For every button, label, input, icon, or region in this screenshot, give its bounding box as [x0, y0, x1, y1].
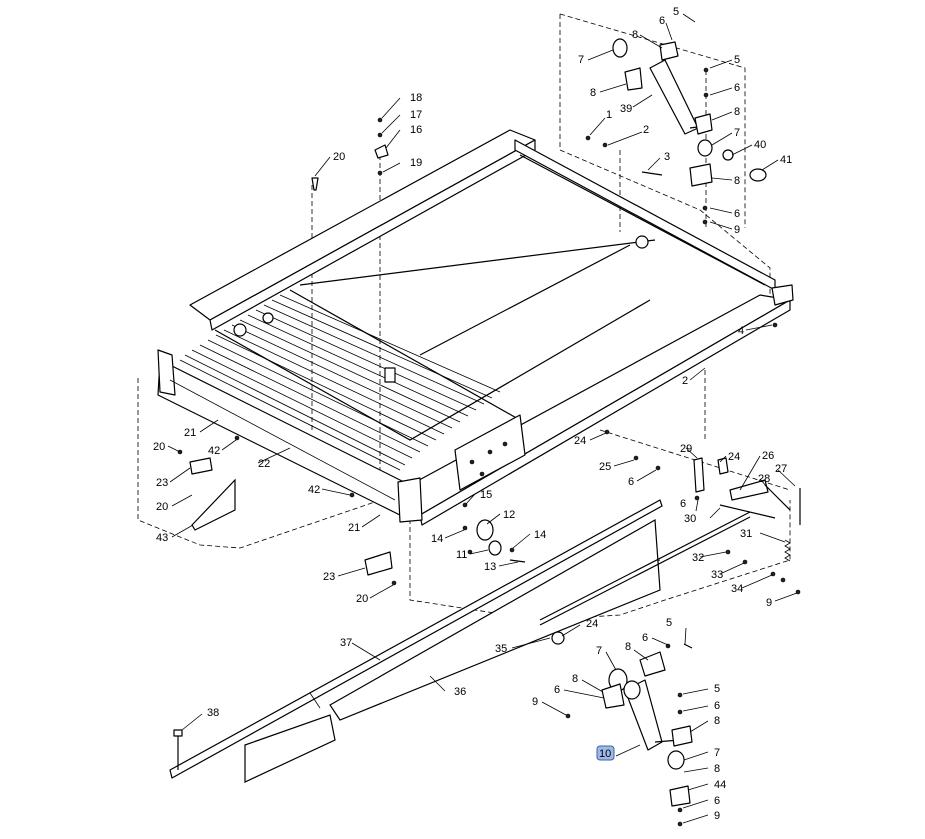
- callout-18[interactable]: 18: [410, 92, 422, 104]
- callout-20-a[interactable]: 20: [333, 151, 345, 163]
- callout-5-b[interactable]: 5: [734, 54, 740, 66]
- callout-29[interactable]: 29: [680, 443, 692, 455]
- callout-20-c[interactable]: 20: [156, 501, 168, 513]
- callout-8-e[interactable]: 8: [625, 641, 631, 653]
- lower-parts: [169, 499, 751, 783]
- callout-13[interactable]: 13: [484, 561, 496, 573]
- callout-6-h[interactable]: 6: [714, 700, 720, 712]
- callout-33[interactable]: 33: [711, 569, 723, 581]
- leader-lines: [167, 13, 798, 824]
- callout-42-b[interactable]: 42: [308, 484, 320, 496]
- callout-19[interactable]: 19: [410, 157, 422, 169]
- callout-6-g[interactable]: 6: [554, 684, 560, 696]
- callout-3[interactable]: 3: [664, 151, 670, 163]
- callout-32[interactable]: 32: [692, 552, 704, 564]
- callout-35[interactable]: 35: [495, 643, 507, 655]
- callout-7-c[interactable]: 7: [596, 645, 602, 657]
- callout-28[interactable]: 28: [758, 473, 770, 485]
- left-small-parts: [177, 435, 397, 586]
- callout-43[interactable]: 43: [156, 532, 168, 544]
- center-hub-parts: [462, 502, 526, 563]
- callout-15[interactable]: 15: [480, 489, 492, 501]
- callout-6-a[interactable]: 6: [659, 15, 665, 27]
- callout-44[interactable]: 44: [714, 779, 726, 791]
- callout-6-f[interactable]: 6: [642, 632, 648, 644]
- callout-20-b[interactable]: 20: [153, 441, 165, 453]
- callout-5-d[interactable]: 5: [714, 683, 720, 695]
- callout-9-d[interactable]: 9: [714, 810, 720, 822]
- callout-23-b[interactable]: 23: [323, 571, 335, 583]
- callout-30[interactable]: 30: [684, 513, 696, 525]
- callout-8-c[interactable]: 8: [734, 106, 740, 118]
- callout-24-b[interactable]: 24: [728, 451, 740, 463]
- callout-9-b[interactable]: 9: [766, 597, 772, 609]
- callout-8-g[interactable]: 8: [714, 715, 720, 727]
- callout-36[interactable]: 36: [454, 686, 466, 698]
- callout-20-d[interactable]: 20: [356, 593, 368, 605]
- callout-16[interactable]: 16: [410, 124, 422, 136]
- callout-7-b[interactable]: 7: [734, 127, 740, 139]
- callout-8-b[interactable]: 8: [590, 87, 596, 99]
- callout-7-a[interactable]: 7: [578, 54, 584, 66]
- highlight-box: [596, 745, 615, 761]
- callout-42-a[interactable]: 42: [208, 445, 220, 457]
- callout-11[interactable]: 11: [456, 549, 467, 561]
- roller-bed: [179, 294, 501, 471]
- callout-8-h[interactable]: 8: [714, 763, 720, 775]
- lower-right-linkage: [565, 643, 693, 827]
- callout-41[interactable]: 41: [780, 154, 792, 166]
- callout-8-a[interactable]: 8: [632, 29, 638, 41]
- callout-27[interactable]: 27: [775, 463, 787, 475]
- right-middle-parts: [604, 429, 801, 595]
- callout-24-a[interactable]: 24: [574, 435, 586, 447]
- callout-2-a[interactable]: 2: [643, 124, 649, 136]
- callout-14-b[interactable]: 14: [534, 529, 546, 541]
- callout-23-a[interactable]: 23: [156, 477, 168, 489]
- callout-37[interactable]: 37: [340, 637, 352, 649]
- callout-21-b[interactable]: 21: [348, 522, 360, 534]
- callout-26[interactable]: 26: [762, 450, 774, 462]
- callout-34[interactable]: 34: [731, 583, 743, 595]
- main-frame: [157, 129, 791, 526]
- callout-25[interactable]: 25: [599, 461, 611, 473]
- callout-6-c[interactable]: 6: [734, 208, 740, 220]
- callout-8-d[interactable]: 8: [734, 175, 740, 187]
- callout-4[interactable]: 4: [738, 325, 744, 337]
- callout-38[interactable]: 38: [207, 707, 219, 719]
- callout-1[interactable]: 1: [606, 109, 612, 121]
- callout-39[interactable]: 39: [620, 103, 632, 115]
- callout-labels: 5 6 8 7 8 39 5 6 8 1 2 7 40 3 41 8 6 9 4…: [153, 6, 792, 822]
- callout-6-d[interactable]: 6: [628, 476, 634, 488]
- callout-6-e[interactable]: 6: [680, 498, 686, 510]
- callout-6-i[interactable]: 6: [714, 795, 720, 807]
- callout-14-a[interactable]: 14: [431, 533, 443, 545]
- callout-22[interactable]: 22: [258, 458, 270, 470]
- callout-5-a[interactable]: 5: [673, 6, 679, 18]
- callout-17[interactable]: 17: [410, 109, 422, 121]
- callout-2-b[interactable]: 2: [682, 375, 688, 387]
- callout-9-a[interactable]: 9: [734, 224, 740, 236]
- callout-9-c[interactable]: 9: [532, 696, 538, 708]
- callout-40[interactable]: 40: [754, 139, 766, 151]
- callout-12[interactable]: 12: [503, 509, 515, 521]
- callout-8-f[interactable]: 8: [572, 673, 578, 685]
- callout-24-c[interactable]: 24: [586, 618, 598, 630]
- callout-10[interactable]: 10: [599, 748, 611, 760]
- top-center-parts: [311, 117, 389, 191]
- upper-right-linkage: [585, 38, 794, 328]
- callout-6-b[interactable]: 6: [734, 82, 740, 94]
- callout-31[interactable]: 31: [740, 528, 752, 540]
- callout-7-d[interactable]: 7: [714, 747, 720, 759]
- callout-21-a[interactable]: 21: [184, 427, 196, 439]
- callout-5-c[interactable]: 5: [666, 617, 672, 629]
